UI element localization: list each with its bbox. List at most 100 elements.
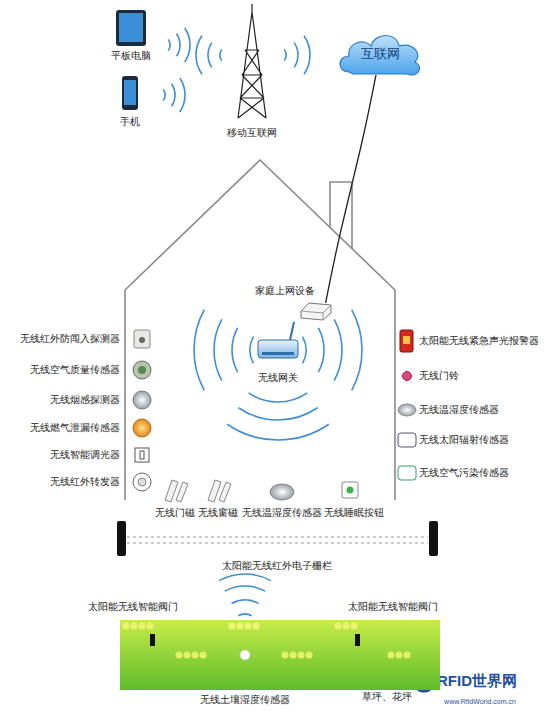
right-device-icons	[398, 433, 416, 447]
wireless-waves	[219, 574, 271, 581]
router-label: 家庭上网设备	[255, 285, 315, 298]
gateway-icon	[262, 352, 294, 355]
flower-spot	[147, 623, 154, 630]
floor-device-icons	[270, 484, 294, 500]
floor-device-icons	[347, 487, 354, 494]
wireless-waves	[284, 49, 286, 60]
flower-spot	[290, 652, 297, 659]
router-shape	[300, 301, 332, 321]
flower-spot	[245, 623, 252, 630]
flower-spot	[343, 623, 350, 630]
flower-spot	[282, 652, 289, 659]
network-cable	[326, 75, 376, 303]
floor-device-icons	[342, 482, 358, 498]
device-label: 手机	[120, 117, 140, 127]
sensor-label: 无线门铃	[419, 371, 459, 381]
wireless-waves	[352, 310, 362, 391]
router-icon	[301, 305, 331, 320]
sensor-label: 无线红外防闯入探测器	[20, 334, 120, 344]
tower-icon	[238, 4, 266, 118]
right-device-icons	[398, 466, 416, 480]
gateway-icon	[290, 322, 294, 340]
watermark: www.RfidWorld.com.cn	[444, 698, 516, 706]
fence-label: 太阳能无线红外电子栅栏	[222, 561, 332, 571]
flower-spot	[123, 623, 130, 630]
left-device-icons	[133, 473, 151, 491]
flower-spot	[139, 623, 146, 630]
lawn-label: 草坪、花坪	[362, 691, 412, 704]
valve-label: 太阳能无线智能阀门	[88, 602, 178, 612]
flower-spot	[388, 652, 395, 659]
network-label: 移动互联网	[227, 128, 277, 138]
phone-icon	[122, 76, 138, 110]
sensor-label: 无线睡眠按钮	[324, 508, 384, 518]
sensor-label: 无线空气污染传感器	[419, 468, 509, 478]
floor-device-icons	[219, 482, 231, 502]
sensor-label: 无线烟感探测器	[50, 395, 120, 405]
house-outline	[125, 160, 395, 500]
infrared-fence	[117, 521, 126, 556]
wireless-waves	[185, 28, 190, 62]
wireless-waves	[334, 319, 342, 380]
wireless-waves	[318, 328, 324, 372]
sensor-label: 无线空气质量传感器	[30, 365, 120, 375]
router-icon	[301, 303, 331, 320]
wireless-waves	[250, 337, 253, 364]
watermark: RFID世界网	[437, 673, 517, 690]
valve-icon	[150, 634, 155, 646]
wireless-waves	[168, 39, 170, 50]
right-device-icons	[398, 330, 416, 480]
flower-spot	[396, 652, 403, 659]
right-device-icons	[400, 330, 413, 352]
floor-device-icons	[176, 482, 188, 502]
right-device-icons	[403, 372, 412, 381]
wireless-waves	[232, 600, 259, 603]
wireless-waves	[163, 28, 362, 616]
phone-icon	[122, 76, 138, 110]
left-device-icons	[135, 448, 149, 462]
valve-label: 太阳能无线智能阀门	[348, 602, 438, 612]
tower-icon	[251, 4, 252, 12]
flower-spot	[176, 652, 183, 659]
infrared-fence	[127, 543, 428, 544]
flower-spot	[184, 652, 191, 659]
sensor-label: 无线燃气泄漏传感器	[30, 423, 120, 433]
wireless-waves	[238, 408, 317, 420]
sensor-label: 无线太阳辐射传感器	[419, 435, 509, 445]
phone-icon	[124, 80, 136, 105]
sensor-label: 无线土壤湿度传感器	[200, 695, 290, 705]
sensor-label: 无线门磁	[155, 508, 195, 518]
wireless-waves	[303, 337, 306, 364]
device-label: 无线网关	[258, 373, 298, 383]
lawn-shape	[120, 620, 440, 690]
sensor-label: 无线温湿度传感器	[242, 508, 322, 518]
house-outline	[125, 160, 395, 500]
house-outline	[330, 182, 352, 249]
right-device-icons	[398, 404, 416, 416]
left-device-icons	[140, 451, 144, 459]
tablet-icon	[116, 10, 146, 46]
sensor-label: 太阳能无线紧急声光报警器	[419, 336, 539, 346]
wireless-waves	[196, 36, 202, 74]
flower-spot	[404, 652, 411, 659]
wireless-waves	[220, 49, 222, 60]
sensor-label: 无线温湿度传感器	[419, 405, 499, 415]
left-device-icons	[133, 361, 151, 379]
left-device-icons	[133, 330, 151, 491]
wireless-waves	[294, 43, 298, 68]
sensor-label: 无线智能调光器	[50, 450, 120, 460]
tower-icon	[238, 12, 266, 118]
infrared-fence	[117, 521, 438, 556]
tablet-icon	[116, 10, 146, 46]
soil-sensor-icon	[240, 650, 250, 660]
infrared-fence	[127, 537, 428, 538]
wireless-waves	[214, 319, 222, 380]
left-device-icons	[134, 330, 150, 348]
flower-spot	[351, 623, 358, 630]
flower-spot	[298, 652, 305, 659]
flower-spot	[131, 623, 138, 630]
